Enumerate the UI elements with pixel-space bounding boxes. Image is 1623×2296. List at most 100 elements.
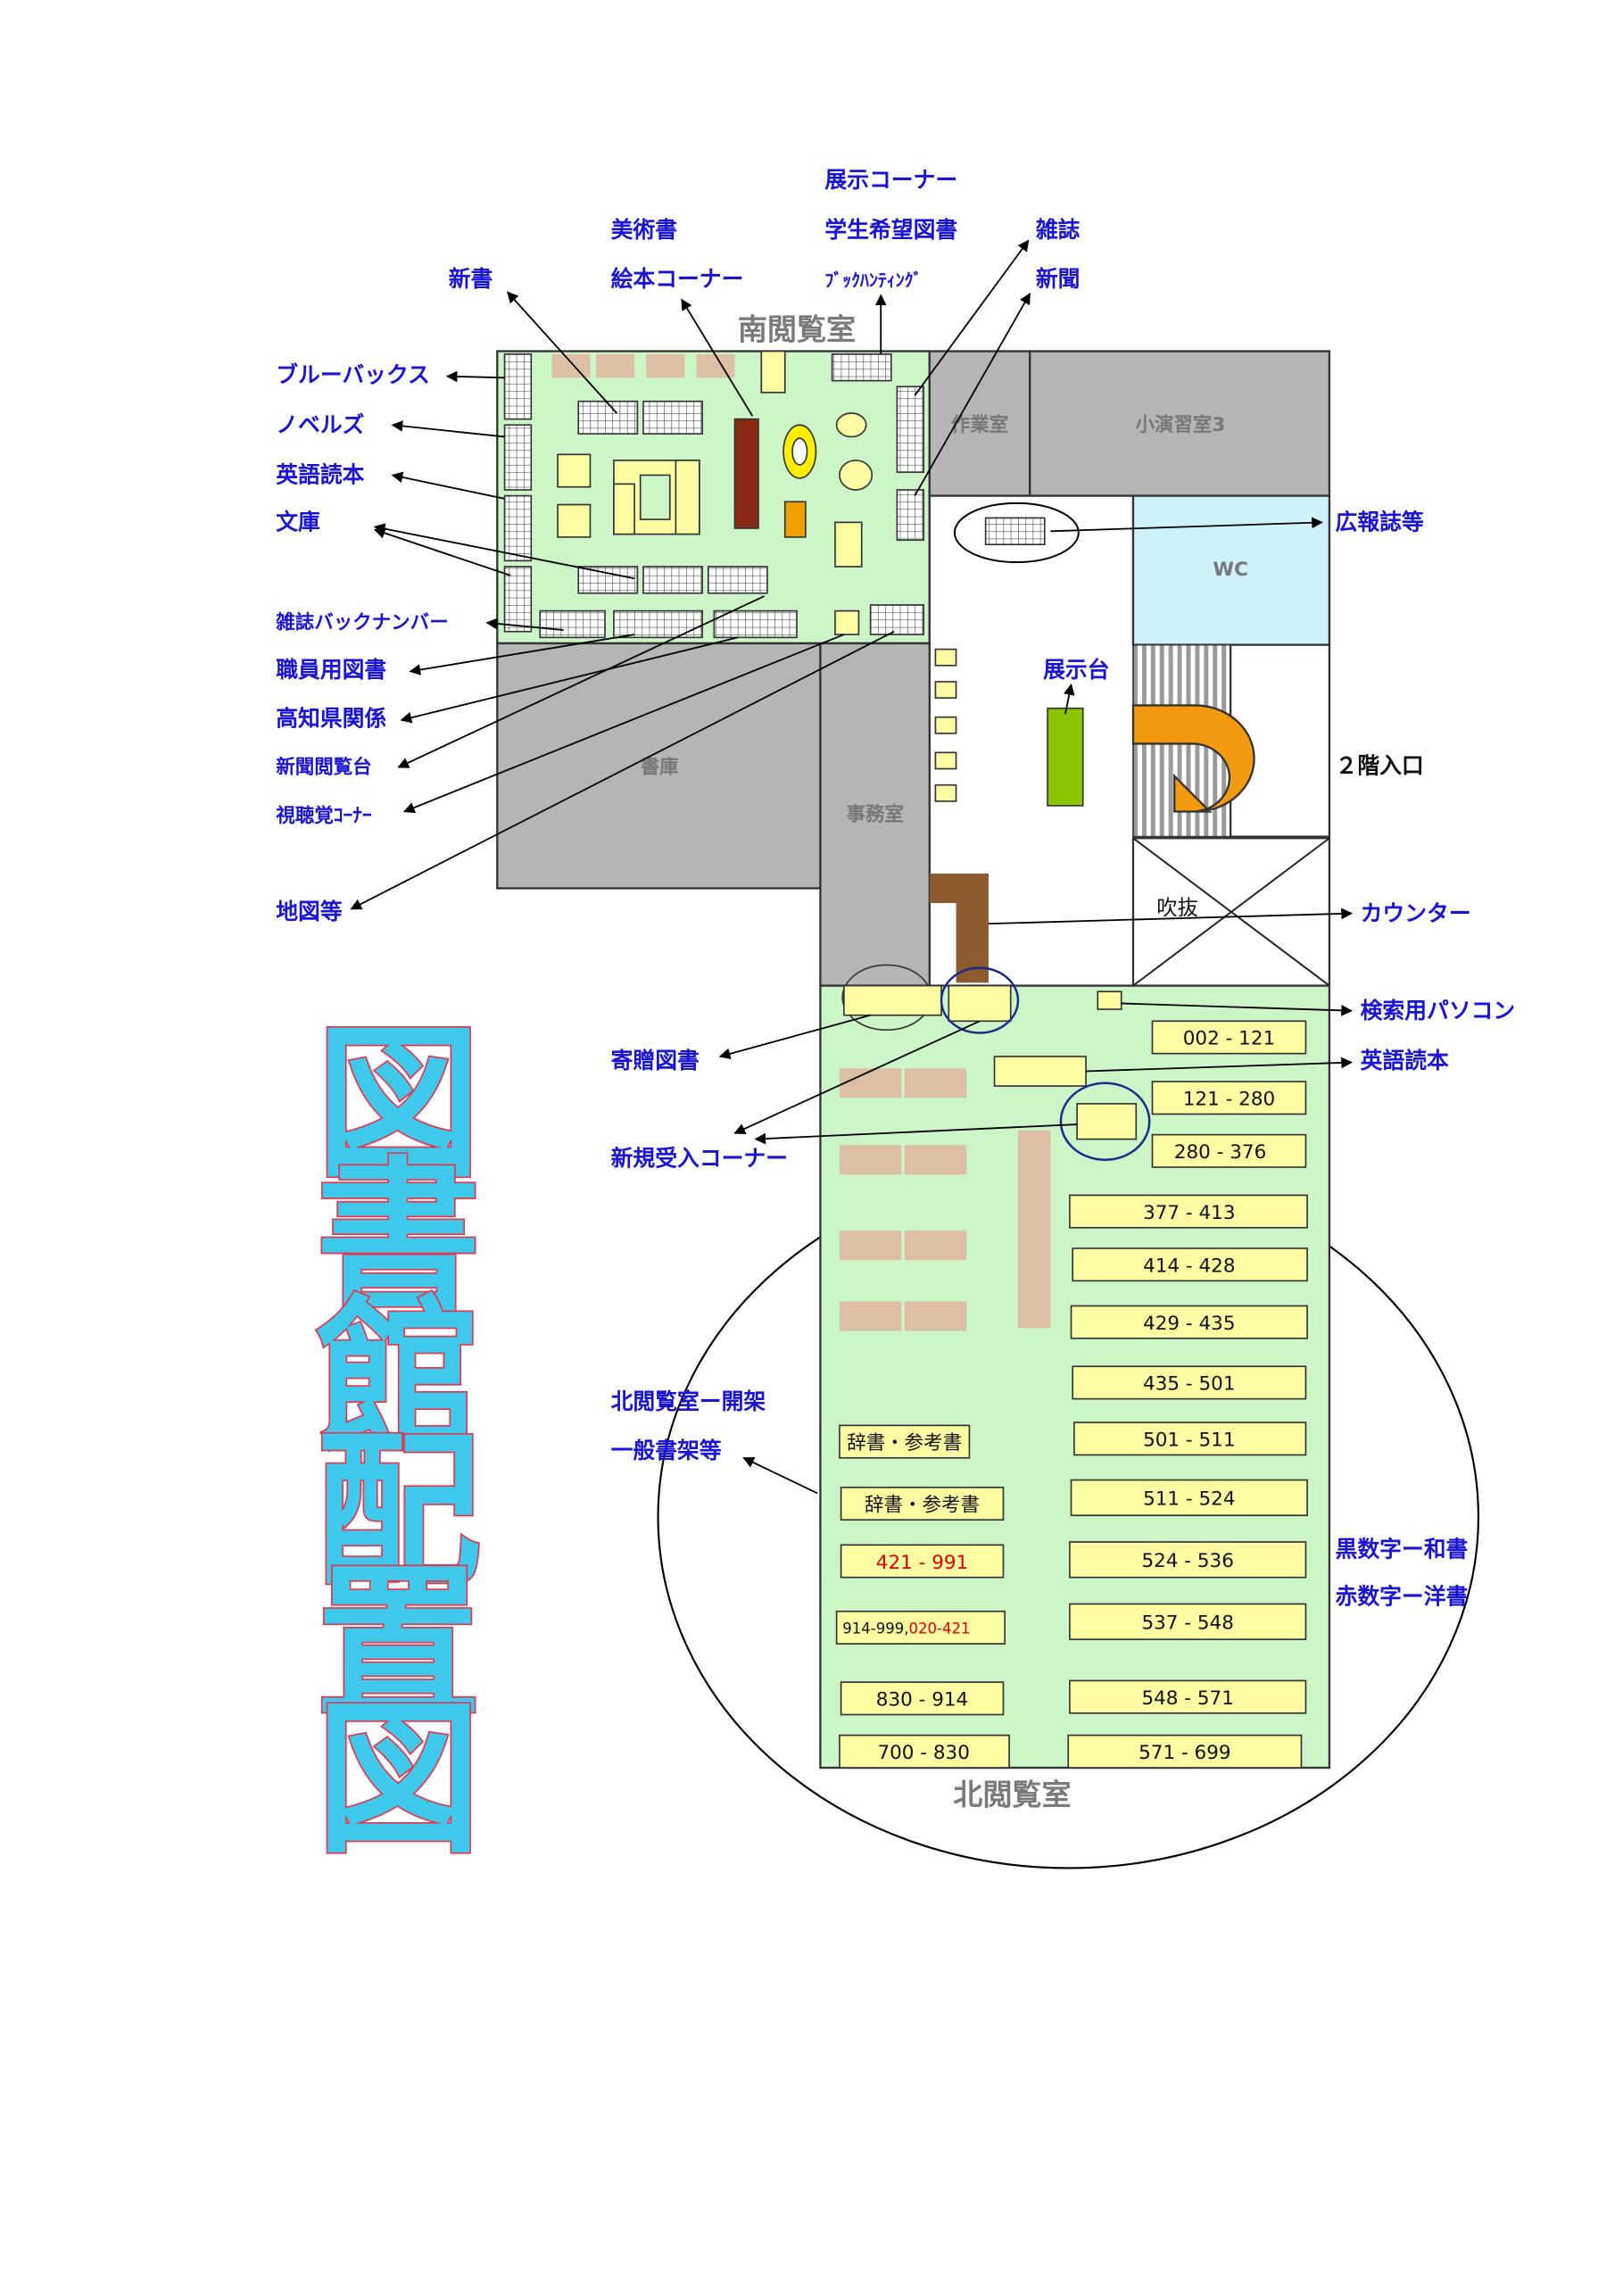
pr-magazine-area — [953, 501, 1080, 564]
study-table — [675, 460, 700, 535]
entrance-uturn-arrow-icon — [1131, 704, 1255, 813]
label-av-corner: 視聴覚ｺｰﾅｰ — [276, 804, 372, 827]
label-new-arrivals: 新規受入コーナー — [611, 1145, 788, 1171]
shelf-label: 辞書・参考書 — [865, 1494, 980, 1516]
shelf-label: 511 - 524 — [1143, 1488, 1235, 1511]
shelf-429-435[interactable] — [1070, 1305, 1308, 1339]
shelf-414-428[interactable] — [1072, 1247, 1308, 1282]
counter-side[interactable] — [956, 903, 989, 983]
arrow-backnumber — [485, 618, 564, 631]
label-newspapers: 新聞 — [1036, 266, 1081, 292]
label-magazines: 雑誌 — [1035, 217, 1081, 243]
south-reading-room[interactable] — [496, 350, 931, 645]
atrium-label-bg — [1150, 894, 1205, 921]
shelf-548-571[interactable] — [1069, 1679, 1307, 1714]
study-carrel-column — [1018, 1130, 1051, 1329]
shelf-377-413[interactable] — [1069, 1194, 1308, 1229]
shelf-dictionary-1[interactable] — [839, 1424, 971, 1459]
title-char: 館 — [316, 1281, 481, 1473]
top-table — [551, 353, 591, 378]
arrow-search-pc — [1121, 1002, 1353, 1016]
label-search-pc: 検索用パソコン — [1361, 998, 1516, 1024]
top-bench — [760, 350, 786, 394]
label-picture-books: 絵本コーナー — [611, 266, 744, 292]
bunko-shelf — [707, 566, 768, 594]
brown-shelf — [733, 418, 759, 529]
label-english-readers-south: 英語読本 — [276, 462, 364, 488]
shelf-dictionary-2[interactable] — [840, 1487, 1005, 1521]
arrow-bluebacks — [445, 370, 505, 383]
wc-room[interactable] — [1131, 494, 1331, 646]
office-label: 事務室 — [846, 802, 903, 825]
arrow-bunko-b — [373, 527, 511, 576]
label-art-books: 美術書 — [611, 217, 677, 243]
arrow-new-arrivals-b — [754, 1123, 1078, 1145]
reading-table — [904, 1068, 967, 1098]
shelf-524-536[interactable] — [1069, 1541, 1307, 1579]
shelf-700-830[interactable] — [839, 1734, 1010, 1769]
stacks-room[interactable] — [496, 642, 822, 890]
arrow-av-corner — [402, 634, 845, 814]
shelf-label: 524 - 536 — [1141, 1550, 1233, 1572]
label-magazine-backnumber: 雑誌バックナンバー — [275, 610, 448, 634]
shelf-label: 501 - 511 — [1143, 1430, 1235, 1452]
label-bunko: 文庫 — [276, 510, 320, 535]
search-pc-icon[interactable] — [1097, 991, 1122, 1010]
arrow-new-books — [507, 291, 617, 414]
shelf-label-mixed-black: 914-999, — [842, 1620, 908, 1637]
shelf-label-foreign: 421 - 991 — [876, 1552, 968, 1574]
display-stand[interactable] — [1047, 707, 1084, 807]
shelf-label-mixed: 914-999,020-421 — [842, 1620, 970, 1637]
donation-shelf — [843, 984, 942, 1016]
counter-top[interactable] — [929, 873, 989, 904]
bottom-shelf — [539, 609, 606, 639]
pc-desk — [934, 751, 957, 770]
shelf-121-280[interactable] — [1151, 1081, 1307, 1115]
shelf-label: 414 - 428 — [1143, 1255, 1235, 1277]
shelf-label: 辞書・参考書 — [847, 1432, 962, 1455]
label-display-stand: 展示台 — [1043, 657, 1109, 683]
shelf-537-548[interactable] — [1069, 1603, 1307, 1640]
shelf-571-699[interactable] — [1067, 1734, 1303, 1769]
new-arrival-table-highlight — [1059, 1082, 1151, 1161]
shelf-280-376[interactable] — [1151, 1133, 1307, 1168]
island-shelf — [642, 400, 703, 435]
label-book-hunting: ﾌﾞｯｸﾊﾝﾃｨﾝｸﾞ — [824, 270, 922, 291]
arrow-north-open — [742, 1456, 818, 1495]
shelf-label: 548 - 571 — [1141, 1687, 1233, 1710]
shelf-421-991[interactable] — [840, 1544, 1005, 1579]
magazine-shelf — [896, 385, 925, 473]
wall-shelf — [503, 494, 533, 562]
av-booth — [834, 609, 860, 635]
shelf-label: 571 - 699 — [1139, 1742, 1230, 1764]
top-table — [696, 353, 735, 378]
shelves-left: 辞書・参考書 辞書・参考書 421 - 991 914-999,020-421 … — [835, 1424, 1010, 1769]
orange-bench — [783, 501, 807, 538]
shelf-501-511[interactable] — [1073, 1422, 1307, 1456]
reading-table — [904, 1301, 967, 1331]
shelf-830-914[interactable] — [840, 1681, 1005, 1716]
reading-table — [839, 1068, 902, 1098]
wall-shelf — [503, 424, 533, 491]
north-reading-tables — [839, 1068, 1051, 1331]
title-char: 書 — [316, 1142, 481, 1335]
seminar-room-3[interactable] — [1029, 350, 1331, 497]
arrow-picture-books — [681, 298, 754, 417]
shelf-label-mixed-red: 020-421 — [908, 1620, 970, 1637]
legend-red-numbers: 赤数字ー洋書 — [1336, 1583, 1469, 1609]
shelf-mixed[interactable] — [835, 1610, 1006, 1645]
shelf-435-501[interactable] — [1072, 1365, 1307, 1400]
office-room[interactable] — [819, 642, 931, 987]
reading-table — [839, 1145, 902, 1175]
new-arrival-table — [1076, 1103, 1138, 1140]
label-exhibit-corner: 展示コーナー — [824, 167, 957, 193]
wall-shelf — [503, 353, 533, 420]
label-staff-books: 職員用図書 — [276, 657, 386, 683]
shelf-511-524[interactable] — [1070, 1479, 1308, 1517]
reading-table — [839, 1301, 902, 1331]
shelves-right: 002 - 121 121 - 280 280 - 376 377 - 413 … — [1067, 1020, 1308, 1769]
arrow-english-north — [1086, 1057, 1353, 1073]
shelf-002-121[interactable] — [1151, 1020, 1307, 1055]
bunko-shelf — [577, 566, 639, 594]
